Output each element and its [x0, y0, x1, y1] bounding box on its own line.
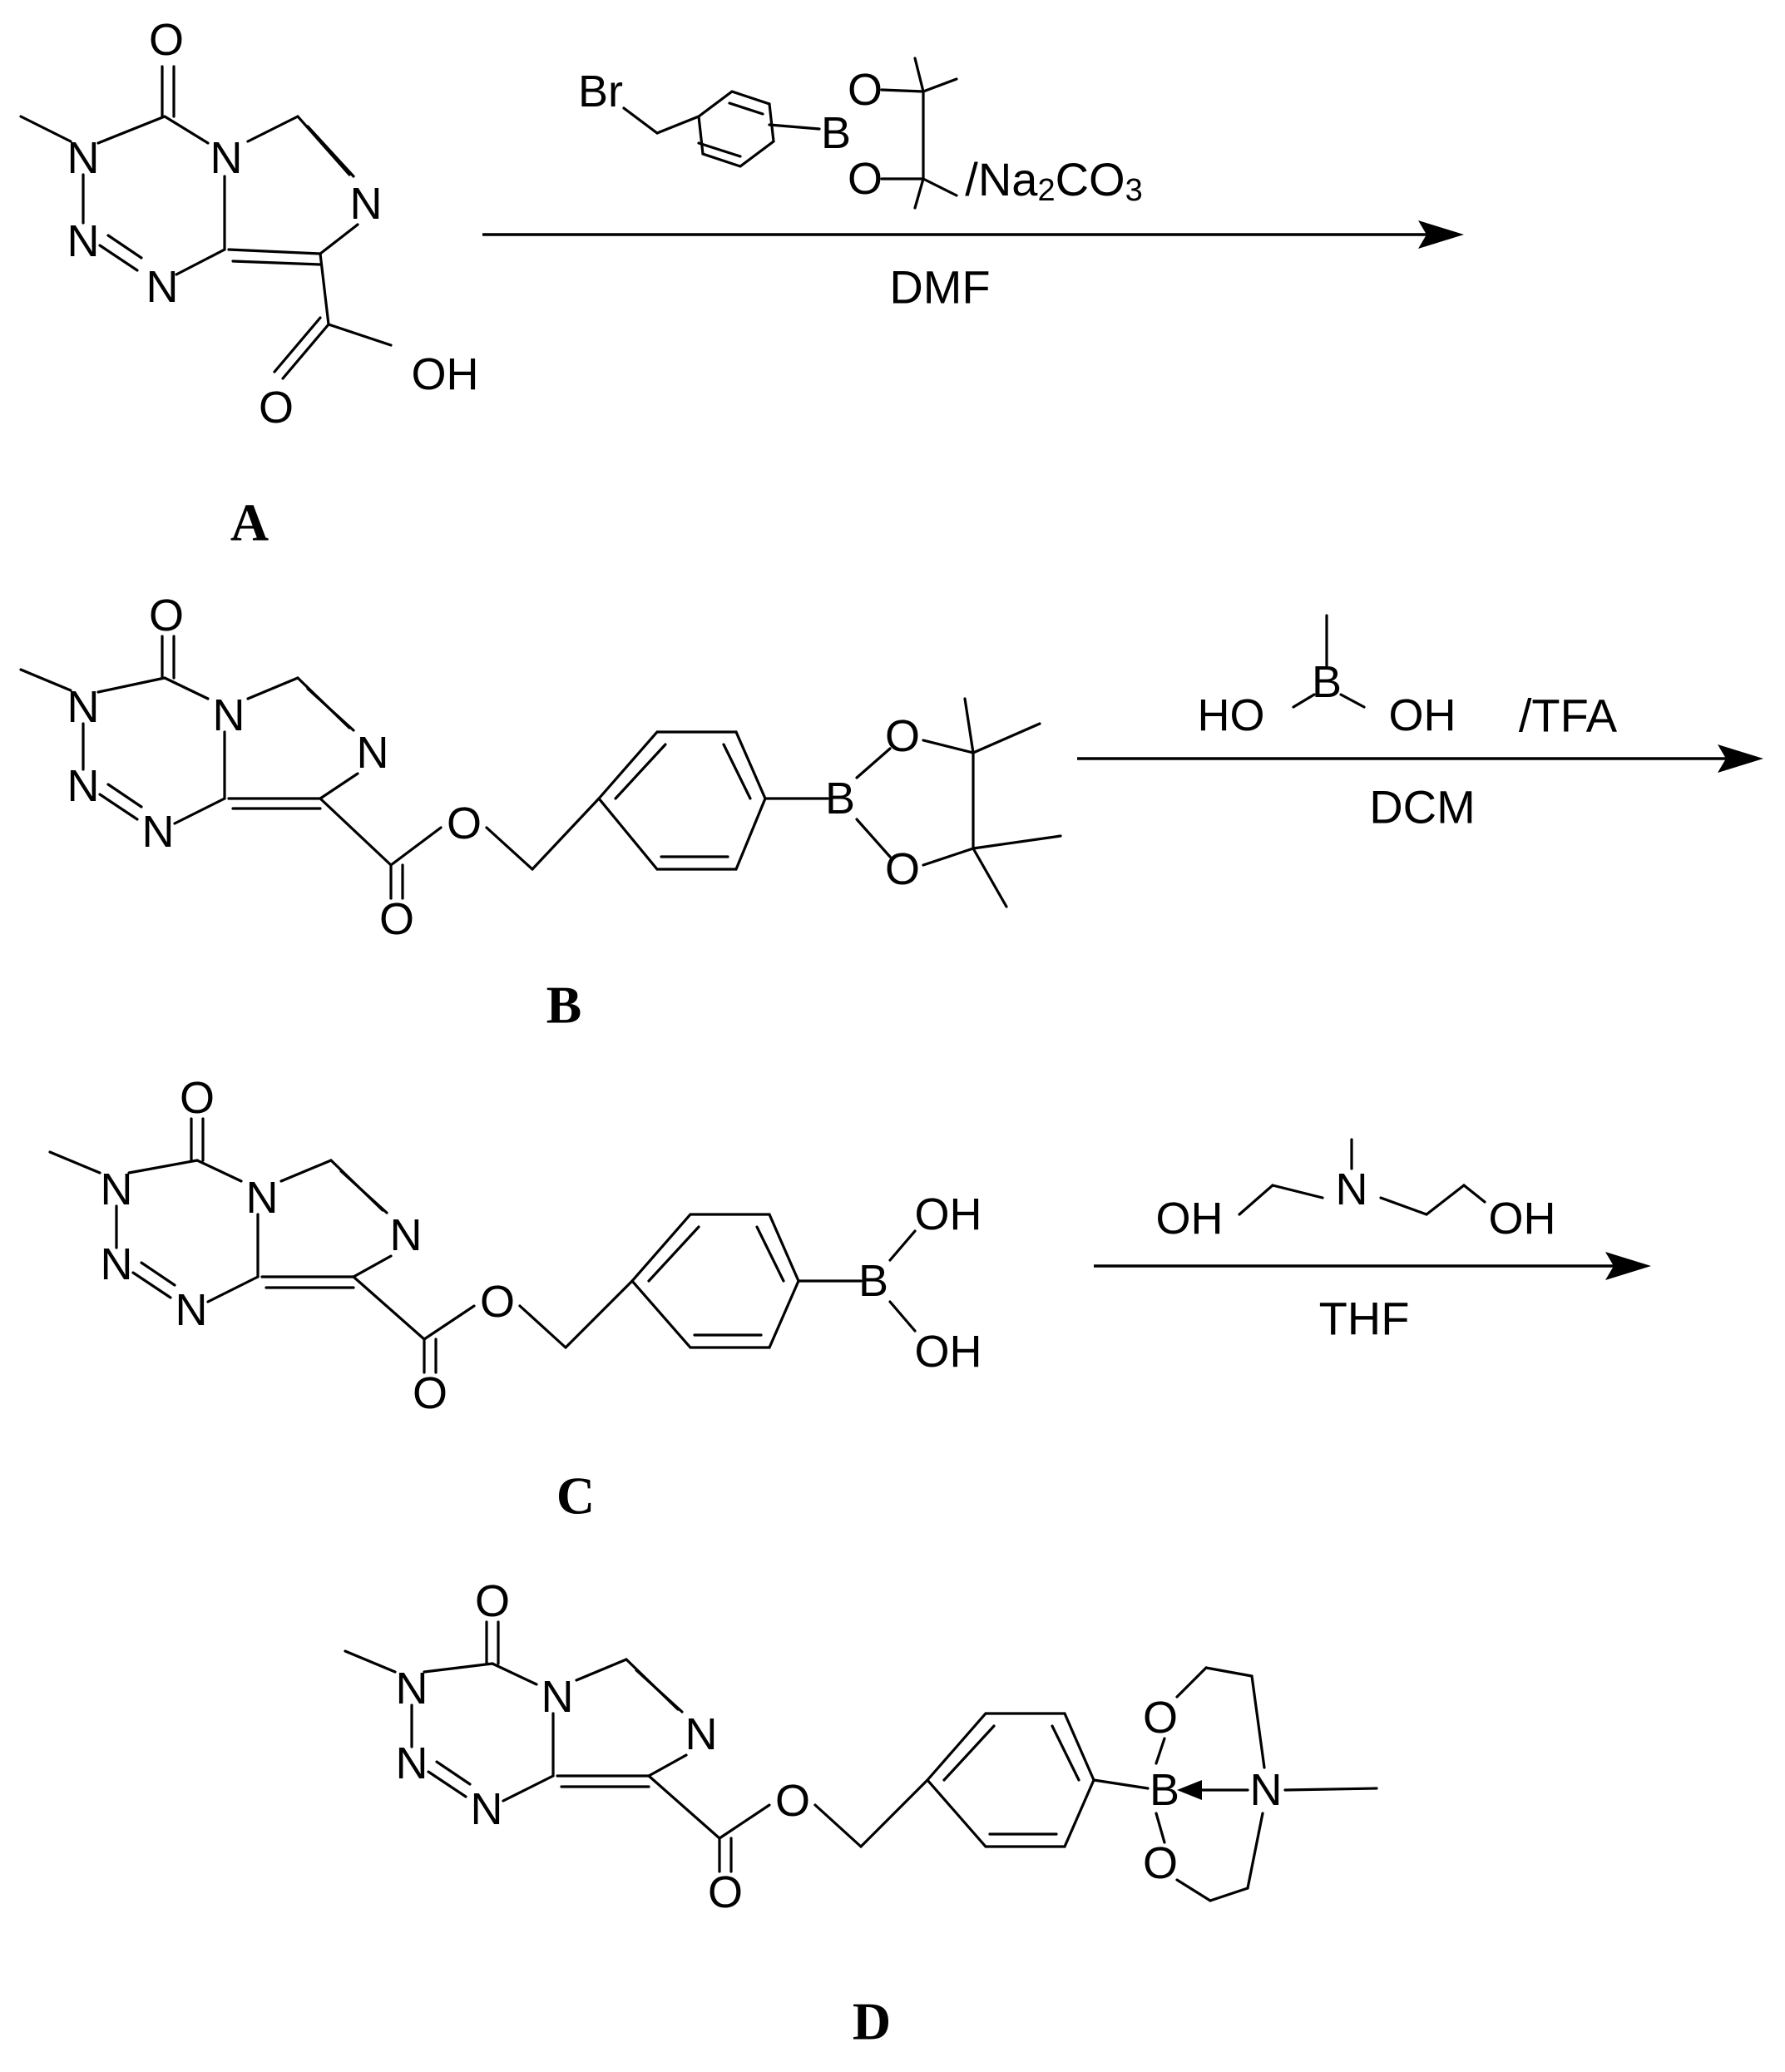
compound-b-structure: O N N N N N O O B O O [19, 591, 1062, 944]
atom-n: N [67, 761, 100, 811]
atom-o: O [480, 1277, 515, 1327]
atom-o: O [149, 15, 184, 65]
atom-n: N [396, 1664, 428, 1713]
compound-label-d: D [853, 1992, 891, 2051]
atom-n: N [471, 1784, 503, 1834]
atom-n: N [390, 1210, 423, 1260]
step-2-reagent-structure: B HO OH [1198, 614, 1456, 740]
atom-n: N [67, 216, 100, 266]
step-3-arrow [1094, 1252, 1651, 1280]
step-1-arrow [482, 220, 1464, 249]
atom-n: N [67, 133, 100, 183]
atom-n: N [396, 1738, 428, 1788]
atom-n: N [146, 262, 179, 312]
atom-n: N [142, 807, 175, 857]
atom-o: O [180, 1073, 215, 1123]
atom-oh: OH [1389, 690, 1456, 740]
atom-n: N [1250, 1765, 1283, 1815]
atom-n: N [101, 1165, 133, 1214]
atom-o: O [149, 591, 184, 640]
step-1-solvent: DMF [889, 261, 990, 314]
atom-o: O [848, 154, 883, 204]
compound-a-structure: O N N N N N O OH [19, 15, 479, 433]
atom-o: O [885, 844, 920, 894]
atom-n: N [246, 1173, 279, 1223]
atom-o: O [1143, 1693, 1178, 1743]
step-1-suffix-sub-a: 2 [1037, 173, 1055, 208]
atom-oh: OH [1489, 1194, 1556, 1244]
step-1-suffix-a: /Na [965, 153, 1038, 205]
compound-label-b: B [546, 976, 582, 1035]
compound-label-a: A [230, 493, 269, 552]
atom-o: O [1143, 1838, 1178, 1888]
step-3-solvent: THF [1319, 1293, 1410, 1345]
atom-n: N [67, 682, 100, 732]
atom-b: B [821, 108, 851, 158]
atom-n: N [350, 179, 383, 229]
atom-n: N [541, 1672, 574, 1722]
atom-ho: HO [1198, 690, 1265, 740]
atom-n: N [176, 1285, 208, 1335]
atom-n: N [210, 133, 243, 183]
compound-label-c: C [556, 1466, 595, 1526]
step-3-reagent-structure: OH N OH [1156, 1138, 1556, 1244]
atom-o: O [379, 894, 414, 944]
atom-b: B [825, 774, 855, 823]
atom-o: O [848, 65, 883, 115]
atom-n: N [357, 728, 389, 778]
atom-oh: OH [915, 1189, 982, 1239]
atom-n: N [101, 1239, 133, 1289]
atom-o: O [475, 1576, 510, 1626]
step-1-reagent-structure: Br B O O [578, 57, 958, 210]
step-2-arrow [1077, 744, 1763, 773]
atom-o: O [708, 1867, 743, 1917]
atom-oh: OH [915, 1327, 982, 1377]
step-1-suffix-sub-b: 3 [1125, 173, 1143, 208]
atom-n: N [685, 1709, 718, 1759]
compound-c-structure: O N N N N N O O B OH OH [48, 1073, 982, 1418]
atom-n: N [213, 690, 245, 740]
atom-o: O [885, 711, 920, 761]
atom-oh: OH [1156, 1194, 1224, 1244]
atom-b: B [1150, 1765, 1179, 1815]
step-2-reagent-suffix: /TFA [1519, 690, 1618, 742]
atom-oh: OH [412, 349, 479, 399]
atom-n: N [1336, 1165, 1368, 1214]
atom-o: O [413, 1368, 447, 1418]
step-2-solvent: DCM [1369, 781, 1476, 833]
atom-o: O [259, 383, 294, 433]
atom-b: B [1312, 657, 1342, 707]
step-1-suffix-b: CO [1056, 153, 1125, 205]
atom-b: B [858, 1256, 888, 1306]
compound-d-structure: O N N N N N O O B O O N [344, 1576, 1378, 1917]
step-1-reagent-text: /Na2CO3 [965, 153, 1142, 209]
atom-o: O [775, 1776, 810, 1826]
atom-o: O [447, 799, 482, 848]
atom-br: Br [578, 67, 623, 116]
